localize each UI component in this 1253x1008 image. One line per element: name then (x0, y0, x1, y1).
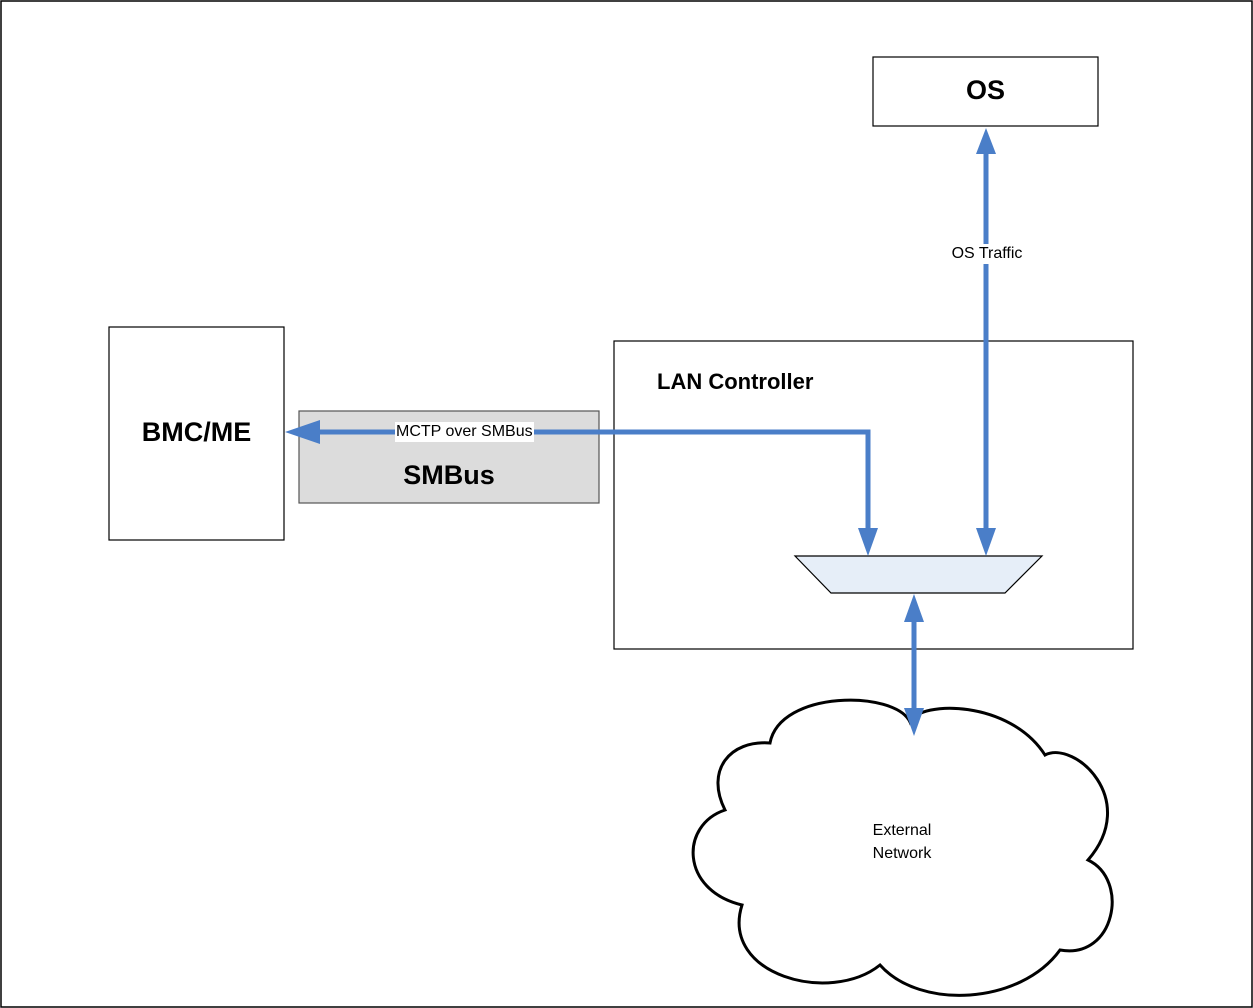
arrowhead-mctp-left (285, 420, 320, 444)
os-traffic-label: OS Traffic (936, 244, 1038, 264)
external-network-label-line2: Network (872, 845, 932, 862)
lan-controller-label: LAN Controller (657, 369, 814, 394)
mctp-label: MCTP over SMBus (395, 422, 534, 442)
os-label: OS (965, 75, 1005, 105)
mux-shape (793, 555, 1044, 594)
arrowhead-network-up (904, 594, 924, 622)
os-box (872, 56, 1099, 127)
arrowhead-network-down (904, 708, 924, 736)
external-network-cloud (691, 698, 1114, 997)
external-network-label-line1: External (872, 822, 932, 839)
lan-controller-box (613, 340, 1134, 650)
bmc-label: BMC/ME (141, 417, 252, 447)
smbus-label: SMBus (403, 460, 495, 490)
arrowhead-mctp-down (858, 528, 878, 556)
bmc-box (108, 326, 285, 541)
arrowhead-os-down (976, 528, 996, 556)
arrowheads-group (285, 128, 996, 736)
arrowhead-os-up (976, 128, 996, 154)
